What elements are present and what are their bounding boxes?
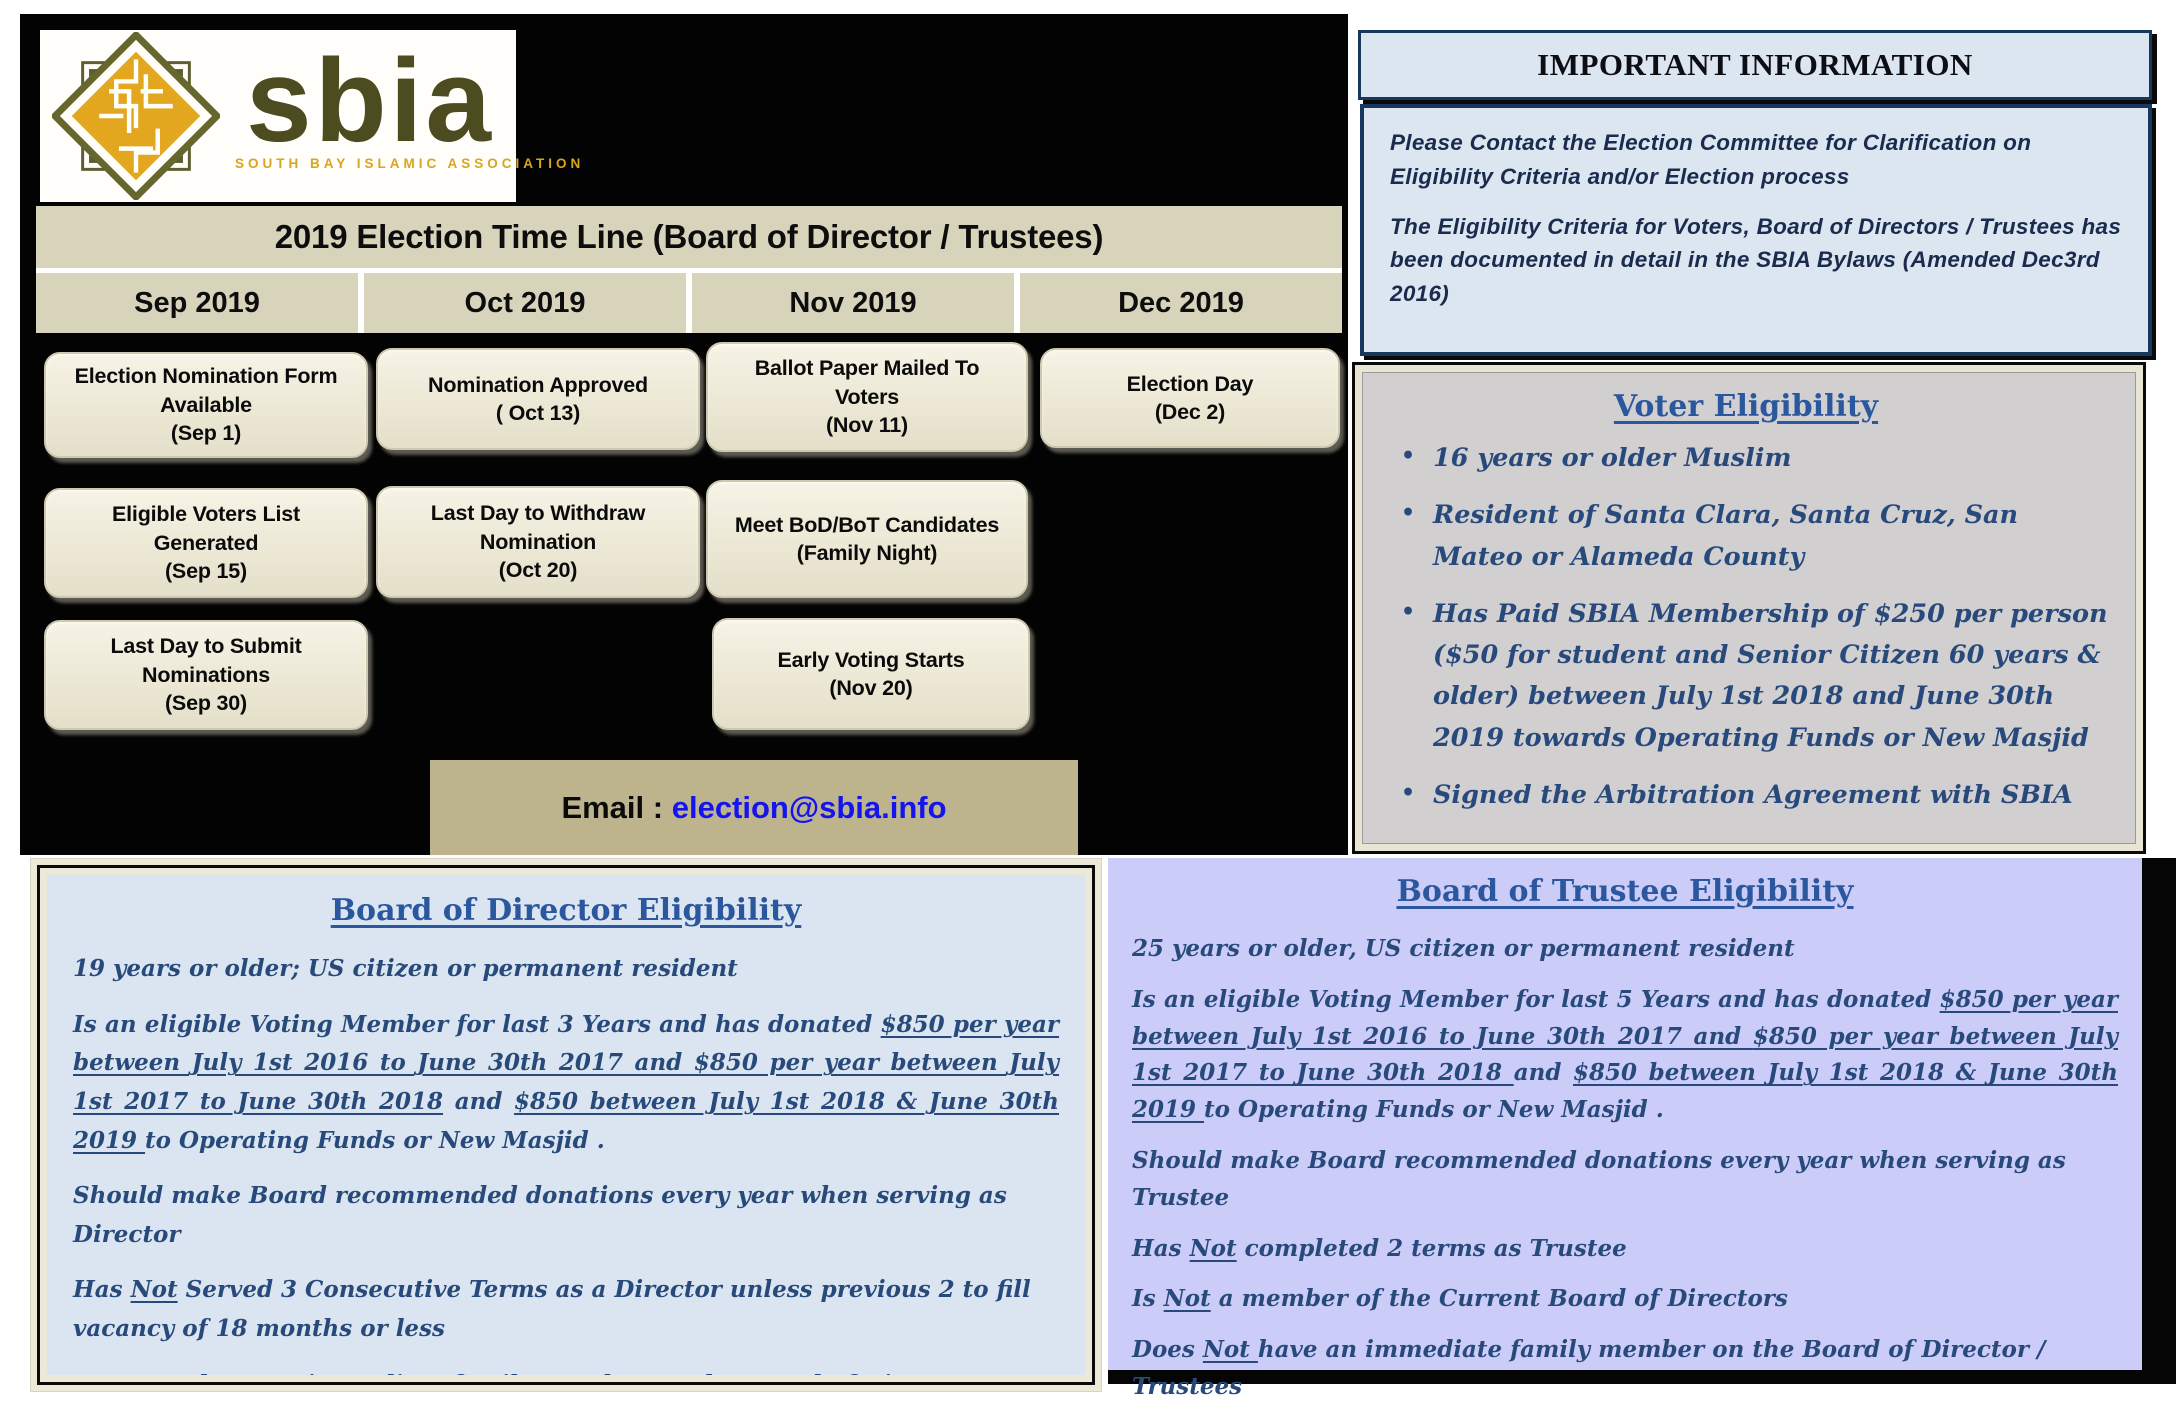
- timeline-event-early-voting: Early Voting Starts (Nov 20): [712, 618, 1030, 730]
- voter-eligibility-box: Voter Eligibility 16 years or older Musl…: [1352, 362, 2146, 854]
- logo-text: sbia SOUTH BAY ISLAMIC ASSOCIATION: [235, 35, 585, 171]
- trustee-eligibility-title: Board of Trustee Eligibility: [1396, 874, 1854, 909]
- trustee-eligibility-paragraph: Has Not completed 2 terms as Trustee: [1132, 1234, 1627, 1262]
- event-date: (Dec 2): [1154, 400, 1226, 424]
- trustee-eligibility-paragraph: Is an eligible Voting Member for last 5 …: [1132, 985, 2118, 1124]
- month-header-dec: Dec 2019: [1020, 273, 1342, 333]
- director-eligibility-title: Board of Director Eligibility: [330, 893, 802, 928]
- director-eligibility-frame: Board of Director Eligibility 19 years o…: [37, 865, 1095, 1385]
- timeline-event-submit-nominations: Last Day to Submit Nominations (Sep 30): [44, 620, 368, 730]
- trustee-eligibility-paragraph: Does Not have an immediate family member…: [1132, 1336, 2046, 1400]
- important-information-body: Please Contact the Election Committee fo…: [1360, 104, 2152, 356]
- director-eligibility-box: Board of Director Eligibility 19 years o…: [30, 858, 1102, 1392]
- month-header-oct: Oct 2019: [364, 273, 686, 333]
- director-eligibility-paragraph: Does Not have an immediate family member…: [73, 1366, 1059, 1375]
- timeline-event-meet-candidates: Meet BoD/BoT Candidates (Family Night): [706, 480, 1028, 598]
- timeline-event-ballot-mailed: Ballot Paper Mailed To Voters (Nov 11): [706, 342, 1028, 452]
- event-label: Meet BoD/BoT Candidates: [734, 512, 1000, 537]
- month-header-row: Sep 2019 Oct 2019 Nov 2019 Dec 2019: [36, 268, 1342, 333]
- event-label: Election Day: [1126, 371, 1254, 396]
- director-eligibility-content: Board of Director Eligibility 19 years o…: [47, 875, 1085, 1375]
- voter-eligibility-item: Signed the Arbitration Agreement with SB…: [1377, 775, 2115, 816]
- voter-eligibility-item: Resident of Santa Clara, Santa Cruz, San…: [1377, 495, 2115, 578]
- event-date: (Sep 15): [164, 559, 248, 584]
- timeline-event-withdraw-nomination: Last Day to Withdraw Nomination (Oct 20): [376, 486, 700, 598]
- trustee-eligibility-paragraph: 25 years or older, US citizen or permane…: [1132, 935, 1795, 962]
- important-info-paragraph: Please Contact the Election Committee fo…: [1390, 130, 2032, 189]
- logo-acronym: sbia: [245, 35, 495, 167]
- director-eligibility-paragraph: Should make Board recommended donations …: [73, 1182, 1007, 1248]
- trustee-eligibility-paragraph: Should make Board recommended donations …: [1132, 1146, 2066, 1211]
- sbia-emblem-icon: [52, 32, 220, 200]
- event-label: Election Nomination Form Available: [74, 364, 338, 417]
- trustee-eligibility-paragraph: Is Not a member of the Current Board of …: [1132, 1285, 1788, 1313]
- director-eligibility-paragraph: Is an eligible Voting Member for last 3 …: [73, 1010, 1059, 1154]
- voter-eligibility-item: Has Paid SBIA Membership of $250 per per…: [1377, 594, 2115, 759]
- important-info-paragraph: The Eligibility Criteria for Voters, Boa…: [1390, 213, 2122, 307]
- month-header-sep: Sep 2019: [36, 273, 358, 333]
- event-label: Early Voting Starts: [777, 647, 965, 672]
- event-label: Ballot Paper Mailed To Voters: [754, 356, 980, 409]
- timeline-title: 2019 Election Time Line (Board of Direct…: [36, 206, 1342, 268]
- event-date: (Sep 1): [170, 421, 242, 446]
- event-date: (Nov 20): [829, 676, 913, 700]
- director-eligibility-paragraph: 19 years or older; US citizen or permane…: [73, 955, 738, 982]
- email-bar: Email : election@sbia.info: [430, 760, 1078, 855]
- event-date: (Sep 30): [164, 691, 248, 716]
- event-date: (Oct 20): [498, 558, 578, 583]
- logo-full-name: SOUTH BAY ISLAMIC ASSOCIATION: [235, 155, 585, 171]
- timeline-event-voters-list: Eligible Voters List Generated (Sep 15): [44, 488, 368, 598]
- email-label: Email: [561, 789, 645, 825]
- event-date: (Family Night): [796, 541, 938, 565]
- trustee-eligibility-box: Board of Trustee Eligibility 25 years or…: [1108, 858, 2176, 1400]
- event-label: Last Day to Submit Nominations: [110, 634, 302, 687]
- voter-eligibility-item: 16 years or older Muslim: [1377, 438, 2115, 479]
- timeline-event-nomination-approved: Nomination Approved ( Oct 13): [376, 348, 700, 450]
- email-separator: :: [644, 789, 672, 825]
- timeline-event-election-day: Election Day (Dec 2): [1040, 348, 1340, 448]
- voter-eligibility-title: Voter Eligibility: [1613, 389, 1879, 424]
- event-label: Last Day to Withdraw Nomination: [430, 501, 646, 554]
- director-eligibility-paragraph: Has Not Served 3 Consecutive Terms as a …: [73, 1276, 1031, 1342]
- sbia-logo: sbia SOUTH BAY ISLAMIC ASSOCIATION: [40, 30, 585, 202]
- important-information-title: IMPORTANT INFORMATION: [1358, 30, 2152, 100]
- month-header-nov: Nov 2019: [692, 273, 1014, 333]
- event-label: Eligible Voters List Generated: [112, 502, 300, 555]
- event-date: (Nov 11): [825, 413, 909, 438]
- event-label: Nomination Approved: [428, 372, 648, 397]
- voter-eligibility-content: Voter Eligibility 16 years or older Musl…: [1362, 372, 2136, 844]
- timeline-event-nomination-form: Election Nomination Form Available (Sep …: [44, 352, 368, 458]
- event-date: ( Oct 13): [495, 401, 581, 425]
- voter-eligibility-list: 16 years or older Muslim Resident of San…: [1377, 438, 2115, 816]
- email-address-link[interactable]: election@sbia.info: [671, 789, 947, 825]
